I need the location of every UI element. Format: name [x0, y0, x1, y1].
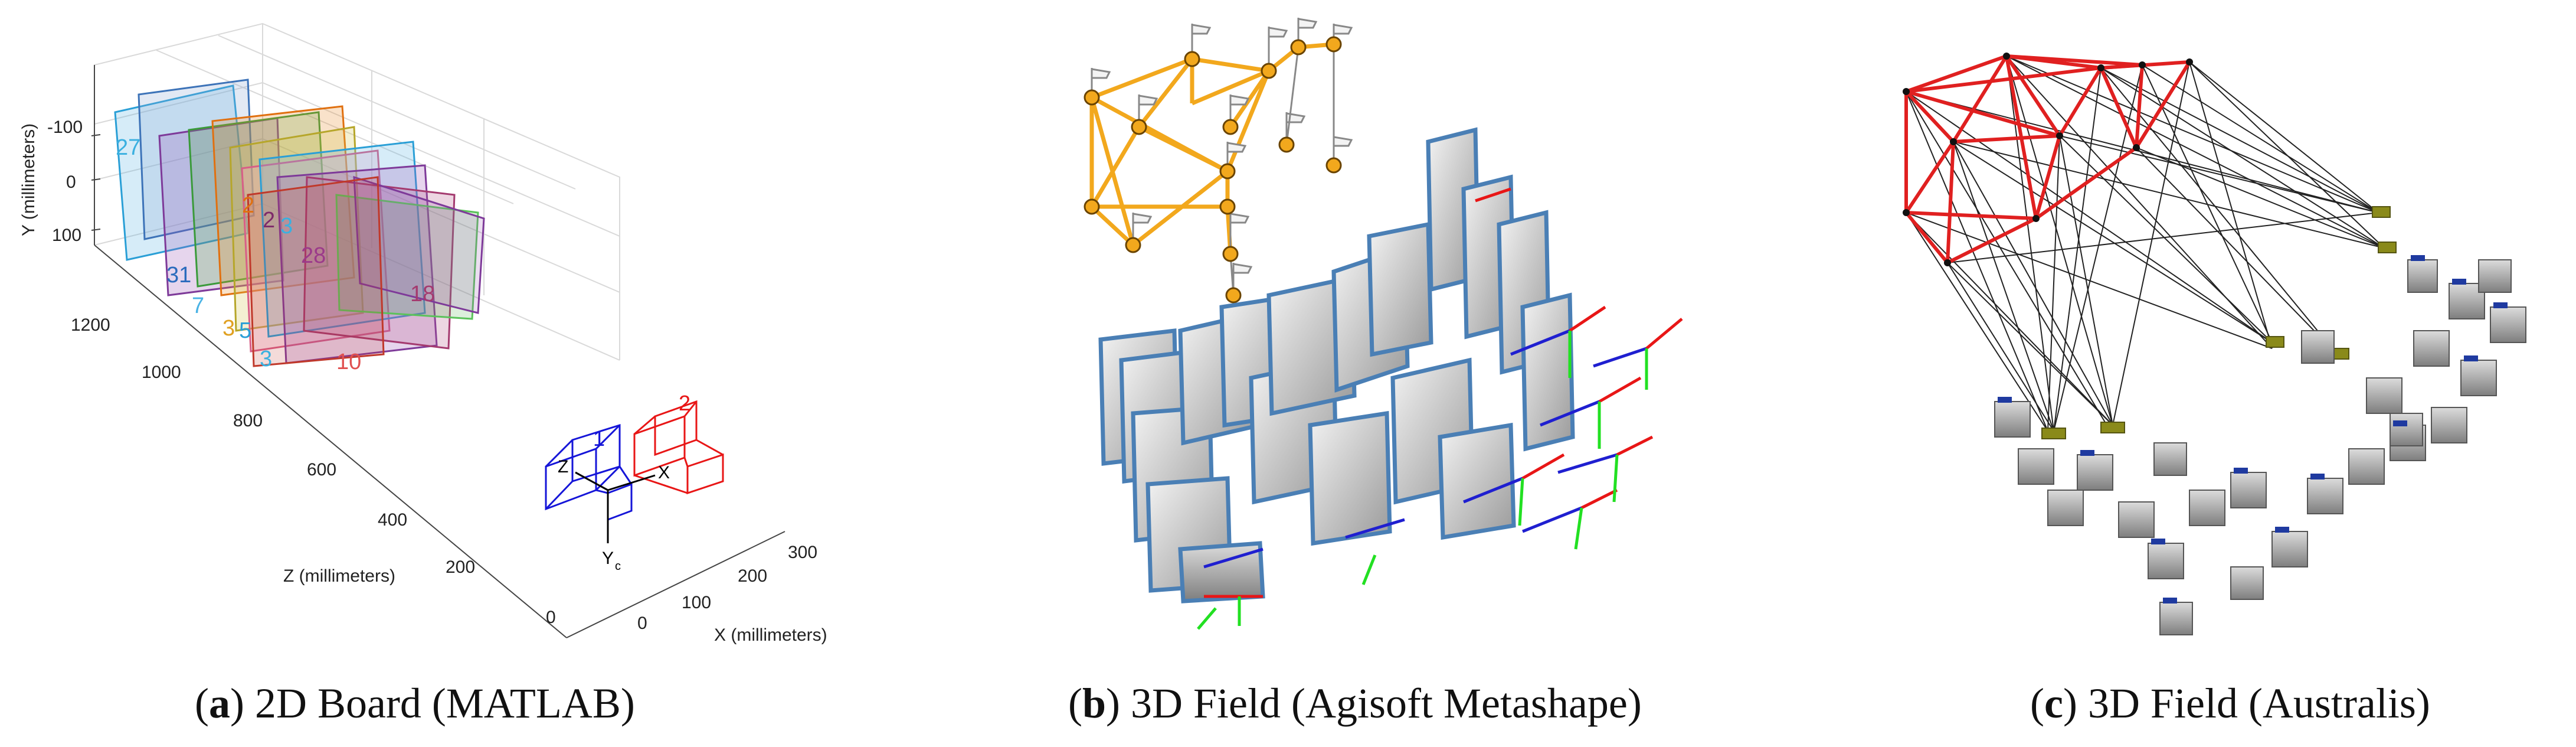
- z-tick: 400: [378, 510, 407, 530]
- x-tick: 0: [637, 614, 647, 633]
- z-tick: 200: [446, 557, 475, 577]
- board-label: 5: [239, 318, 251, 343]
- board-label: 28: [301, 243, 326, 268]
- control-network: [1904, 54, 2191, 265]
- z-tick: 1000: [142, 363, 181, 382]
- x-tick: 200: [738, 566, 767, 586]
- board-label: 31: [166, 263, 191, 288]
- caption-text-a: 2D Board (MATLAB): [254, 680, 635, 727]
- panel-a-axes: [91, 65, 785, 638]
- z-axis-ticks: 1200 1000 800 600 400 200 0: [71, 315, 556, 627]
- caption-panel-a: (a) 2D Board (MATLAB): [195, 680, 635, 727]
- board-label: 7: [192, 293, 204, 318]
- network-points: [1903, 53, 2193, 266]
- camera-coordinate-axes: [575, 471, 656, 543]
- camera-axis-glyphs: [1197, 187, 1683, 630]
- marker-network: [1089, 42, 1334, 255]
- caption-letter-b: b: [1082, 680, 1107, 727]
- z-tick: 800: [233, 411, 263, 430]
- board-label: 3: [260, 347, 272, 371]
- board-label: 18: [410, 282, 435, 306]
- board-label: 3: [280, 214, 293, 239]
- calibration-boards: [114, 79, 485, 367]
- z-tick: 0: [546, 608, 556, 627]
- marker-points: [1084, 36, 1342, 304]
- panel-a-matlab-plot: 27 31 7 3 5 3 28 2 3 18 10 2: [19, 22, 827, 645]
- y-tick: 100: [52, 226, 81, 245]
- board-label: 27: [116, 135, 140, 160]
- x-axis-label: X (millimeters): [714, 625, 827, 645]
- camera-2-frustum: [633, 400, 724, 495]
- y-axis-label: Y (millimeters): [19, 123, 38, 236]
- marker-flags: [1091, 18, 1353, 296]
- camera-1-label: 1: [593, 426, 605, 451]
- y-tick: -100: [47, 118, 83, 137]
- z-tick: 600: [307, 460, 336, 479]
- camera-2-label: 2: [679, 391, 690, 415]
- camera-zc-label: Z: [558, 457, 568, 477]
- caption-letter-c: c: [2044, 680, 2063, 727]
- camera-station-caps: [1998, 255, 2508, 604]
- panel-c-australis: [1903, 53, 2526, 635]
- board-label: 3: [222, 316, 235, 341]
- y-tick: 0: [66, 172, 76, 192]
- z-axis-label: Z (millimeters): [283, 566, 395, 586]
- caption-panel-b: (b) 3D Field (Agisoft Metashape): [1068, 680, 1642, 727]
- camera-c-subscript: c: [615, 560, 621, 573]
- y-axis-ticks: -100 0 100: [47, 118, 83, 245]
- observation-rays: [1906, 56, 2385, 432]
- caption-text-b: 3D Field (Agisoft Metashape): [1131, 680, 1642, 727]
- x-tick: 100: [682, 593, 711, 612]
- caption-letter-a: a: [208, 680, 230, 727]
- board-label: 2: [242, 193, 254, 218]
- panel-b-metashape: [1084, 18, 1683, 630]
- camera-xc-label: X: [658, 463, 670, 482]
- camera-labels: 1 2 Z X Y c: [558, 391, 690, 573]
- z-tick: 1200: [71, 315, 110, 335]
- camera-image-frames: [1098, 127, 1575, 604]
- camera-1-frustum: [545, 423, 633, 521]
- x-tick: 300: [788, 543, 817, 562]
- camera-stations: [1994, 259, 2526, 635]
- scale-bar-targets: [2041, 206, 2397, 439]
- board-label: 10: [336, 350, 361, 374]
- caption-text-c: 3D Field (Australis): [2087, 680, 2430, 727]
- x-axis-ticks: 0 100 200 300: [637, 543, 817, 633]
- board-label: 2: [263, 208, 275, 233]
- board-labels: 27 31 7 3 5 3 28 2 3 18 10 2: [116, 135, 435, 374]
- caption-panel-c: (c) 3D Field (Australis): [2030, 680, 2430, 727]
- camera-yc-label: Y: [602, 549, 614, 568]
